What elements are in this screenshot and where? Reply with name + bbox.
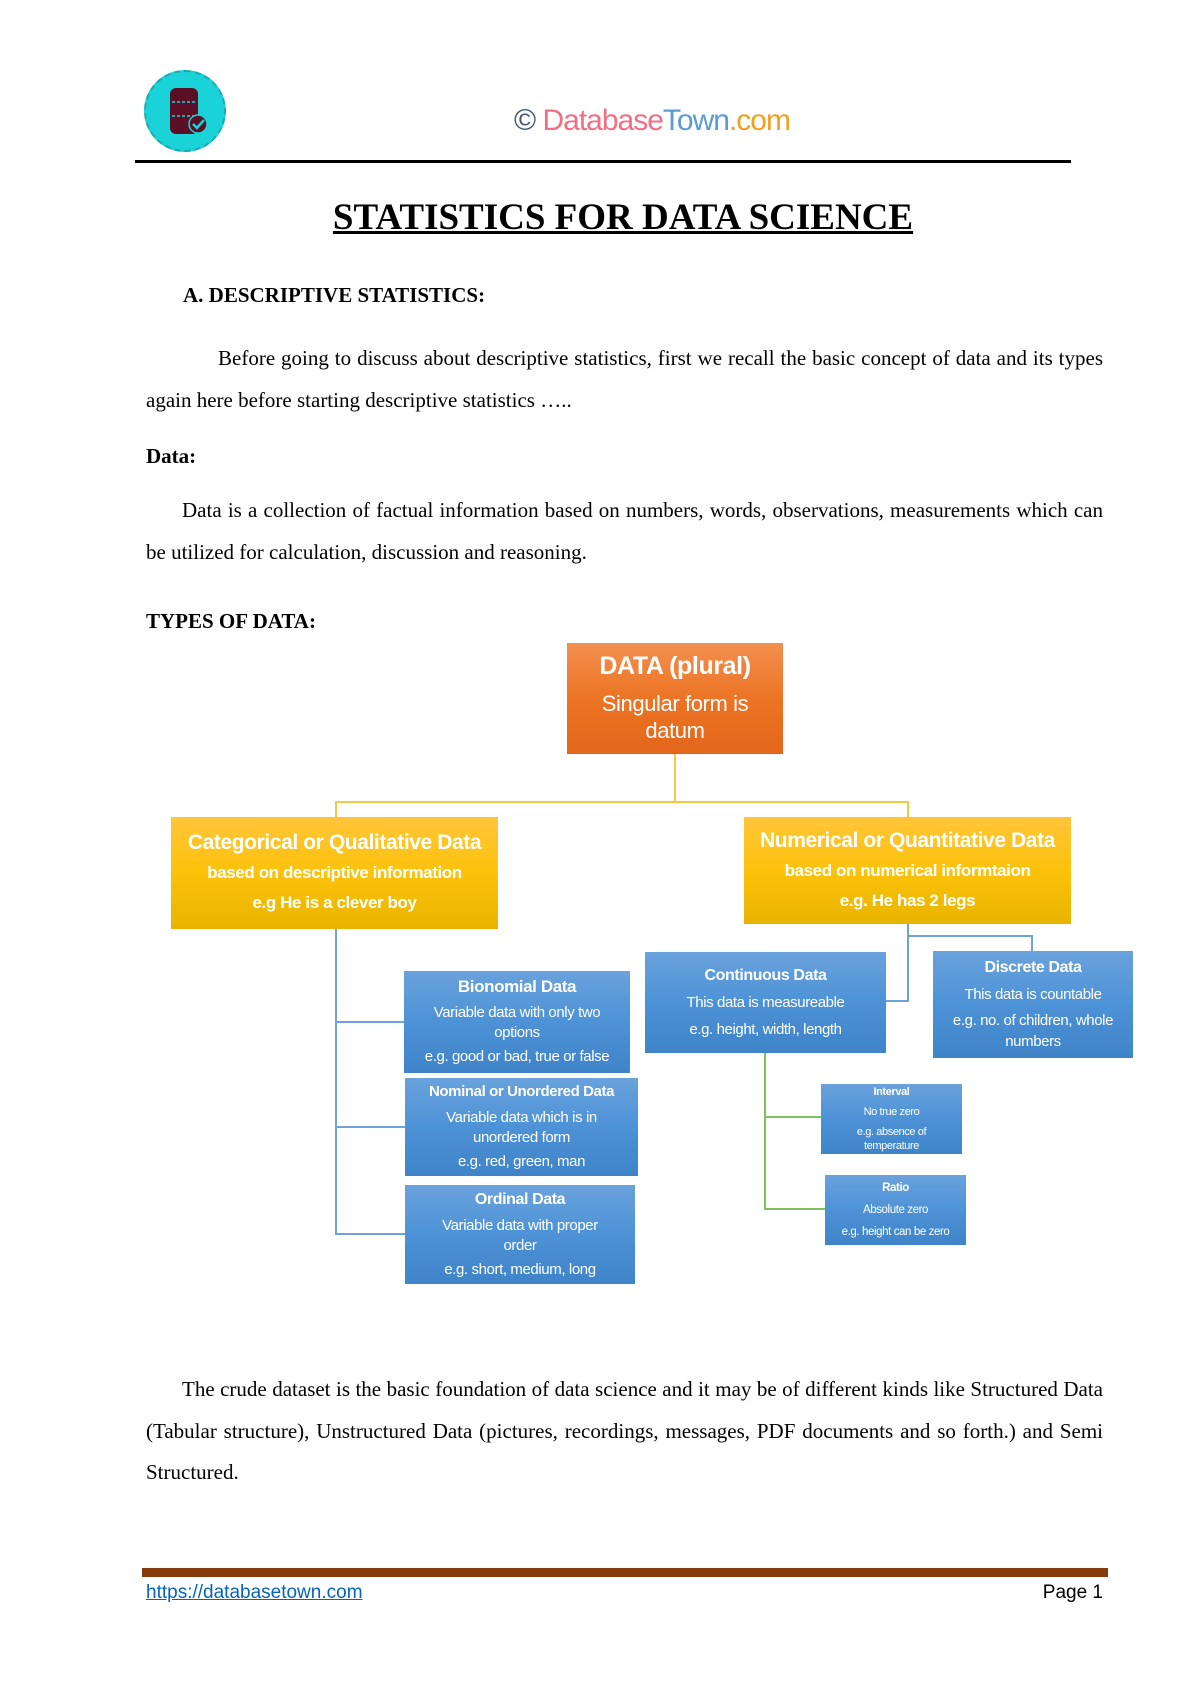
connector (335, 801, 909, 803)
footer-rule (142, 1568, 1108, 1577)
paragraph: Data is a collection of factual informat… (146, 498, 1103, 564)
logo (144, 70, 226, 152)
node-text: e.g. He has 2 legs (839, 890, 976, 910)
connector (335, 1126, 405, 1128)
header-rule (135, 160, 1071, 163)
node-title: Interval (873, 1086, 910, 1098)
node-interval: Interval No true zero e.g. absence of te… (821, 1084, 962, 1154)
node-nominal: Nominal or Unordered Data Variable data … (405, 1078, 638, 1176)
brand-part: Database (542, 104, 663, 137)
node-text: Variable data which is in unordered form (446, 1109, 597, 1146)
node-text: Absolute zero (862, 1204, 929, 1216)
connector (907, 801, 909, 817)
types-heading: TYPES OF DATA: (146, 609, 316, 633)
node-text: No true zero (863, 1106, 920, 1118)
connector (335, 929, 337, 1235)
node-title: Bionomial Data (457, 977, 577, 996)
node-text: e.g. absence of temperature (856, 1126, 927, 1152)
node-ratio: Ratio Absolute zero e.g. height can be z… (825, 1175, 966, 1245)
brand-part: Town (662, 104, 730, 137)
brand-part: .com (728, 104, 791, 137)
connector (764, 1116, 822, 1118)
connector (335, 1021, 405, 1023)
node-text: e.g. good or bad, true or false (424, 1048, 610, 1065)
connector (335, 801, 337, 817)
connector (335, 1233, 405, 1235)
paragraph: The crude dataset is the basic foundatio… (146, 1377, 1103, 1484)
node-discrete: Discrete Data This data is countable e.g… (933, 951, 1133, 1058)
node-ordinal: Ordinal Data Variable data with proper o… (405, 1185, 635, 1284)
node-text: e.g. red, green, man (457, 1153, 586, 1170)
node-text: e.g. no. of children, whole numbers (952, 1012, 1114, 1050)
brand-name: © DatabaseTown.com (0, 104, 1200, 138)
page-number: Page 1 (1042, 1582, 1103, 1603)
node-title: Ordinal Data (474, 1190, 566, 1208)
node-text: e.g. height, width, length (689, 1021, 842, 1038)
connector (1031, 935, 1033, 951)
database-check-icon (170, 88, 208, 134)
node-categorical: Categorical or Qualitative Data based on… (171, 817, 498, 929)
node-continuous: Continuous Data This data is measureable… (645, 952, 886, 1053)
node-title: Nominal or Unordered Data (428, 1083, 615, 1100)
node-binomial: Bionomial Data Variable data with only t… (404, 971, 630, 1073)
connector (886, 1000, 909, 1002)
node-text: e.g. short, medium, long (444, 1260, 596, 1278)
connector (907, 935, 1033, 937)
paragraph: Before going to discuss about descriptiv… (146, 346, 1103, 412)
node-text: Singular form is datum (601, 691, 749, 743)
section-heading: A. DESCRIPTIVE STATISTICS: (183, 283, 486, 307)
node-title: Ratio (882, 1182, 909, 1194)
copyright-symbol: © (514, 104, 536, 137)
footer-link[interactable]: https://databasetown.com (146, 1582, 363, 1603)
node-text: e.g. height can be zero (841, 1226, 950, 1238)
node-text: Variable data with proper order (442, 1216, 598, 1254)
node-text: Variable data with only two options (433, 1004, 601, 1041)
data-heading: Data: (146, 444, 197, 468)
node-text: This data is measureable (686, 994, 845, 1011)
connector (764, 1053, 766, 1210)
node-title: Numerical or Quantitative Data (760, 828, 1055, 852)
node-text: based on numerical informtaion (784, 860, 1031, 880)
node-title: Categorical or Qualitative Data (187, 831, 482, 854)
connector (907, 924, 909, 1002)
node-title: Discrete Data (984, 959, 1082, 976)
node-numerical: Numerical or Quantitative Data based on … (744, 817, 1071, 924)
connector (674, 754, 676, 802)
node-data: DATA (plural) Singular form is datum (567, 643, 783, 754)
node-text: based on descriptive information (207, 863, 462, 882)
connector (764, 1208, 826, 1210)
node-title: DATA (plural) (599, 652, 751, 680)
page-title: STATISTICS FOR DATA SCIENCE (332, 197, 914, 238)
node-title: Continuous Data (704, 967, 827, 984)
node-text: e.g He is a clever boy (252, 893, 417, 912)
node-text: This data is countable (964, 986, 1102, 1003)
